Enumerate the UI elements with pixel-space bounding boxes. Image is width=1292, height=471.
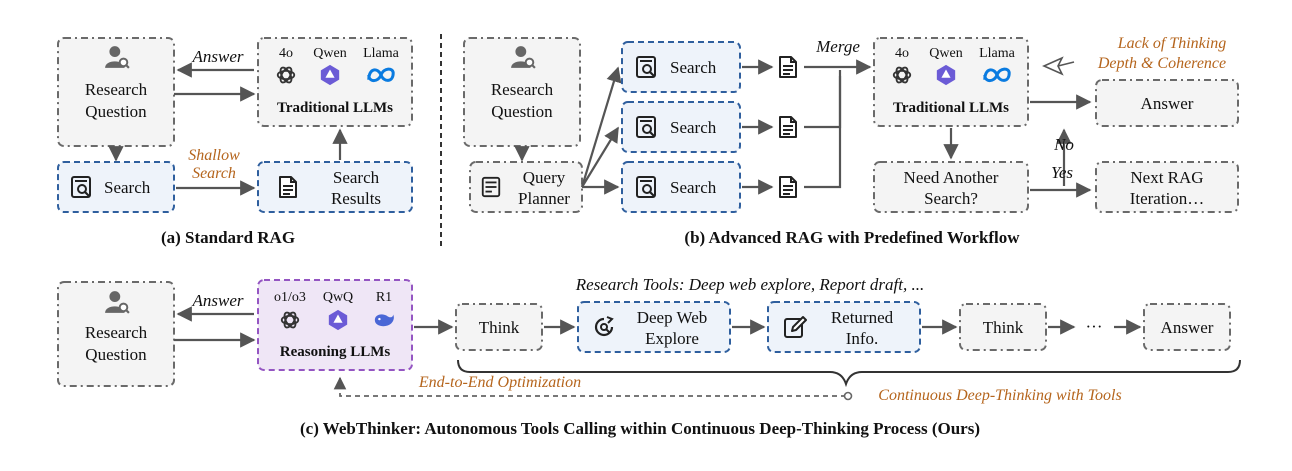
search-label-b1: Search [670,58,717,77]
answer-box-c [1143,303,1231,351]
model-qwq-label: QwQ [323,290,353,305]
deep-web-line2: Explore [645,329,699,348]
deep-web-line1: Deep Web [637,308,708,327]
research-tools-note: Research Tools: Deep web explore, Report… [575,275,924,294]
need-search-line2: Search? [924,189,978,208]
answer-label-c: Answer [192,291,244,310]
query-planner-box [469,161,583,213]
search-box-b3 [621,161,741,213]
search-label-b3: Search [670,178,717,197]
document-icon [779,116,797,138]
research-question-line2: Question [85,102,147,121]
model-llama-label: Llama [363,46,400,61]
feedback-dashed-line [333,376,846,397]
query-planner-line2: Planner [518,189,570,208]
document-icon [779,56,797,78]
think-label-2: Think [983,318,1024,337]
search-results-line1: Search [333,168,380,187]
think-label-1: Think [479,318,520,337]
panel-standard-rag: Research Question 4o Qwen Llama Traditio… [57,37,413,247]
planner-to-search1-arrow [580,66,622,188]
caption-standard-rag: (a) Standard RAG [161,228,295,247]
search-label-b2: Search [670,118,717,137]
planner-to-search2-arrow [581,126,619,188]
research-question-line1: Research [85,80,148,99]
doc3-merge-line [804,70,842,189]
shallow-search-line2: Search [192,165,236,182]
research-question-box-b [463,37,581,147]
lack-note-arrow-tail [1057,61,1075,67]
feedback-origin-dot [843,391,853,401]
traditional-llms-label: Traditional LLMs [277,100,393,116]
merge-label: Merge [815,37,860,56]
research-question-line1: Research [491,80,554,99]
shallow-search-line1: Shallow [188,147,240,164]
search-results-box-a [257,161,413,213]
lack-note-line2: Depth & Coherence [1097,55,1226,72]
panel-advanced-rag: Research Question Query Planner Search S… [463,35,1239,247]
answer-label-final: Answer [1161,318,1214,337]
returned-info-line2: Info. [846,329,879,348]
lack-note-line1: Lack of Thinking [1117,35,1226,52]
search-box-b2 [621,101,741,153]
search-box-b1 [621,41,741,93]
think-box-2 [959,303,1047,351]
model-r1-label: R1 [376,290,392,305]
model-qwen-label: Qwen [929,46,962,61]
model-qwen-label: Qwen [313,46,346,61]
answer-label-b: Answer [1141,94,1194,113]
model-4o-label: 4o [895,46,909,61]
answer-label-a: Answer [192,47,244,66]
research-question-box-a [57,37,175,147]
doc2-merge-line [804,76,842,129]
search-results-line2: Results [331,189,381,208]
document-icon [279,176,297,198]
end-to-end-note: End-to-End Optimization [418,374,581,391]
next-rag-iteration-box [1095,161,1239,213]
traditional-llms-label: Traditional LLMs [893,100,1009,116]
caption-advanced-rag: (b) Advanced RAG with Predefined Workflo… [684,228,1020,247]
document-icon [779,176,797,198]
query-planner-line1: Query [523,168,566,187]
search-box-a [57,161,175,213]
deep-web-explore-box [577,301,731,353]
next-rag-line1: Next RAG [1130,168,1203,187]
caption-webthinker: (c) WebThinker: Autonomous Tools Calling… [300,419,980,438]
research-question-box-c [57,281,175,387]
curly-brace [457,359,1241,388]
research-question-line1: Research [85,323,148,342]
answer-box-b [1095,79,1239,127]
model-4o-label: 4o [279,46,293,61]
reasoning-llms-label: Reasoning LLMs [280,344,391,360]
returned-info-line1: Returned [831,308,894,327]
yes-label: Yes [1051,163,1073,182]
panel-webthinker: Research Question Answer o1/o3 QwQ R1 Re… [57,275,1241,438]
research-question-line2: Question [491,102,553,121]
search-label-a: Search [104,178,151,197]
model-llama-label: Llama [979,46,1016,61]
ellipsis-label: ··· [1086,317,1103,336]
no-label: No [1053,135,1074,154]
returned-info-box [767,301,921,353]
lack-note-arrow [1042,56,1064,76]
need-search-line1: Need Another [904,168,999,187]
research-question-line2: Question [85,345,147,364]
next-rag-line2: Iteration… [1130,189,1205,208]
model-o1o3-label: o1/o3 [274,290,306,305]
continuous-note: Continuous Deep-Thinking with Tools [878,387,1121,404]
think-box-1 [455,303,543,351]
need-another-search-box [873,161,1029,213]
